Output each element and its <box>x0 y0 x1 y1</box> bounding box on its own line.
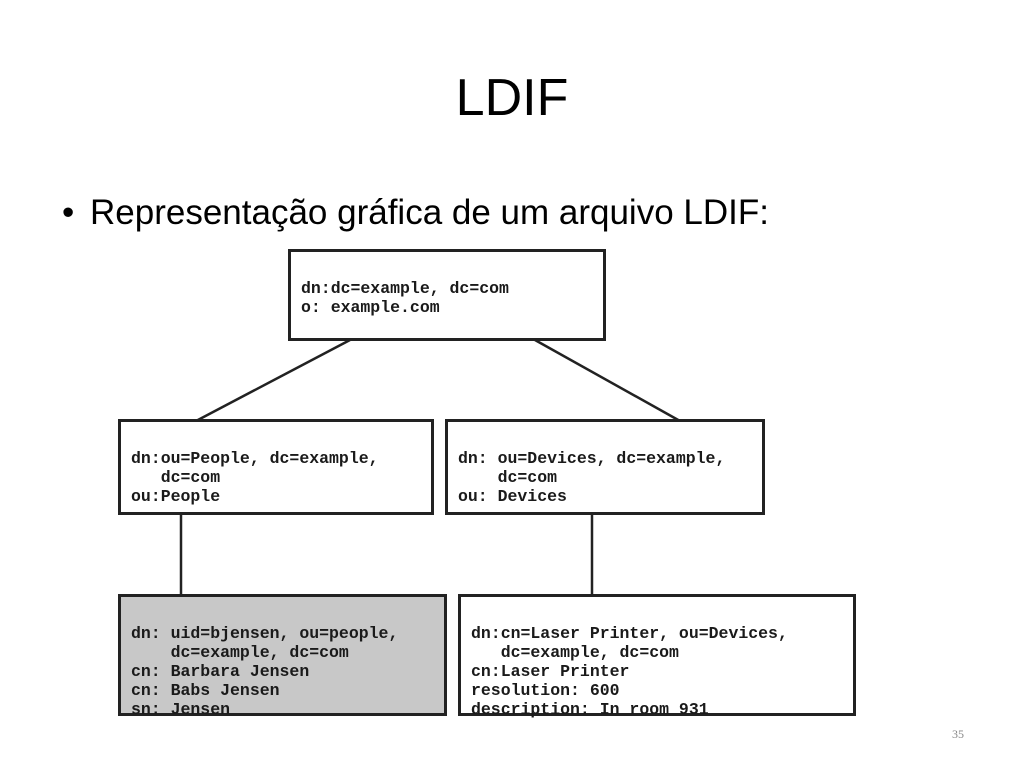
node-printer-line: dc=example, dc=com <box>471 643 679 662</box>
node-person-line: dn: uid=bjensen, ou=people, <box>131 624 399 643</box>
node-person-line: sn: Jensen <box>131 700 231 719</box>
node-devices-line: dn: ou=Devices, dc=example, <box>458 449 726 468</box>
bullet-item: • Representação gráfica de um arquivo LDI… <box>62 193 769 233</box>
node-person-line: dc=example, dc=com <box>131 643 349 662</box>
node-printer-line: resolution: 600 <box>471 681 620 700</box>
slide-number: 35 <box>952 727 964 741</box>
node-person-line: cn: Barbara Jensen <box>131 662 310 681</box>
node-root-line: dn:dc=example, dc=com <box>301 279 509 298</box>
bullet-dot-icon: • <box>62 193 75 232</box>
node-root-line: o: example.com <box>301 298 440 317</box>
node-people-line: dc=com <box>131 468 221 487</box>
node-person: dn: uid=bjensen, ou=people, dc=example, … <box>118 594 447 719</box>
node-devices-line: dc=com <box>458 468 558 487</box>
node-person-line: cn: Babs Jensen <box>131 681 280 700</box>
node-printer: dn:cn=Laser Printer, ou=Devices, dc=exam… <box>458 594 856 719</box>
slide-title: LDIF <box>455 69 569 127</box>
node-printer-line: description: In room 931 <box>471 700 709 719</box>
node-people-line: dn:ou=People, dc=example, <box>131 449 379 468</box>
edge-root-people <box>195 338 351 423</box>
node-printer-line: cn:Laser Printer <box>471 662 630 681</box>
edge-root-devices <box>534 338 681 423</box>
node-devices-line: ou: Devices <box>458 487 567 506</box>
node-people-line: ou:People <box>131 487 221 506</box>
node-printer-line: dn:cn=Laser Printer, ou=Devices, <box>471 624 788 643</box>
bullet-text: Representação gráfica de um arquivo LDIF… <box>90 193 769 232</box>
